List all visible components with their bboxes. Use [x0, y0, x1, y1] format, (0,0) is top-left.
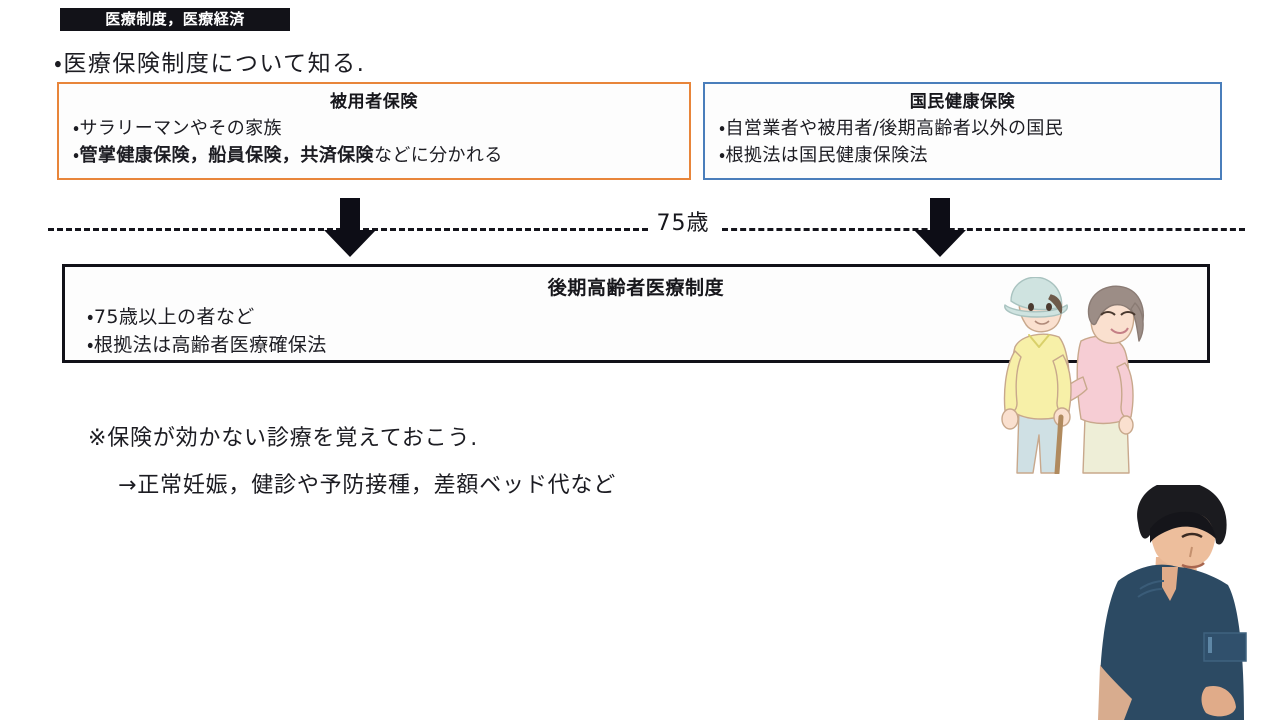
employee-insurance-box: 被用者保険 ・サラリーマンやその家族 ・管掌健康保険，船員保険，共済保険などに分… — [57, 82, 691, 180]
line-text: 自営業者や被用者/後期高齢者以外の国民 — [725, 117, 1064, 139]
national-health-insurance-box: 国民健康保険 ・自営業者や被用者/後期高齢者以外の国民 ・根拠法は国民健康保険法 — [703, 82, 1222, 180]
line-text: サラリーマンやその家族 — [79, 117, 282, 139]
age-divider-line-right — [722, 228, 1245, 231]
late-elderly-title: 後期高齢者医療制度 — [547, 277, 725, 299]
bullet-mark: ・ — [73, 144, 80, 166]
bullet-mark: ・ — [87, 334, 94, 357]
section-badge: 医療制度，医療経済 — [60, 8, 290, 31]
elderly-couple-illustration — [985, 277, 1157, 474]
bullet-mark: ・ — [73, 117, 80, 139]
age-threshold-label: 75歳 — [648, 211, 718, 238]
late-elderly-line-2: ・根拠法は高齢者医療確保法 — [65, 331, 1207, 360]
down-arrow-right-icon — [912, 198, 968, 258]
national-health-insurance-line-1: ・自営業者や被用者/後期高齢者以外の国民 — [705, 115, 1220, 142]
employee-insurance-line-2: ・管掌健康保険，船員保険，共済保険などに分かれる — [59, 142, 689, 169]
intro-line: ・医療保険制度について知る. — [54, 51, 366, 77]
note-line-1: ※保険が効かない診療を覚えておこう. — [88, 426, 479, 451]
line-text-rest: などに分かれる — [373, 144, 503, 166]
section-badge-label: 医療制度，医療経済 — [105, 10, 245, 28]
bullet-mark: ・ — [719, 144, 726, 166]
bullet-mark: ・ — [719, 117, 726, 139]
note-line-2: →正常妊娠，健診や予防接種，差額ベッド代など — [118, 473, 617, 498]
line-text: 75歳以上の者など — [93, 305, 255, 328]
down-arrow-left-icon — [322, 198, 378, 258]
employee-insurance-title: 被用者保険 — [330, 92, 418, 112]
employee-insurance-line-1: ・サラリーマンやその家族 — [59, 115, 689, 142]
late-elderly-line-1: ・75歳以上の者など — [65, 303, 1207, 332]
presenter-video-overlay — [1064, 485, 1280, 720]
national-health-insurance-title: 国民健康保険 — [909, 92, 1016, 112]
line-text: 根拠法は国民健康保険法 — [725, 144, 928, 166]
line-text: 根拠法は高齢者医療確保法 — [93, 334, 327, 357]
line-text-bold: 管掌健康保険，船員保険，共済保険 — [79, 144, 374, 166]
national-health-insurance-line-2: ・根拠法は国民健康保険法 — [705, 142, 1220, 169]
bullet-mark: ・ — [87, 305, 94, 328]
